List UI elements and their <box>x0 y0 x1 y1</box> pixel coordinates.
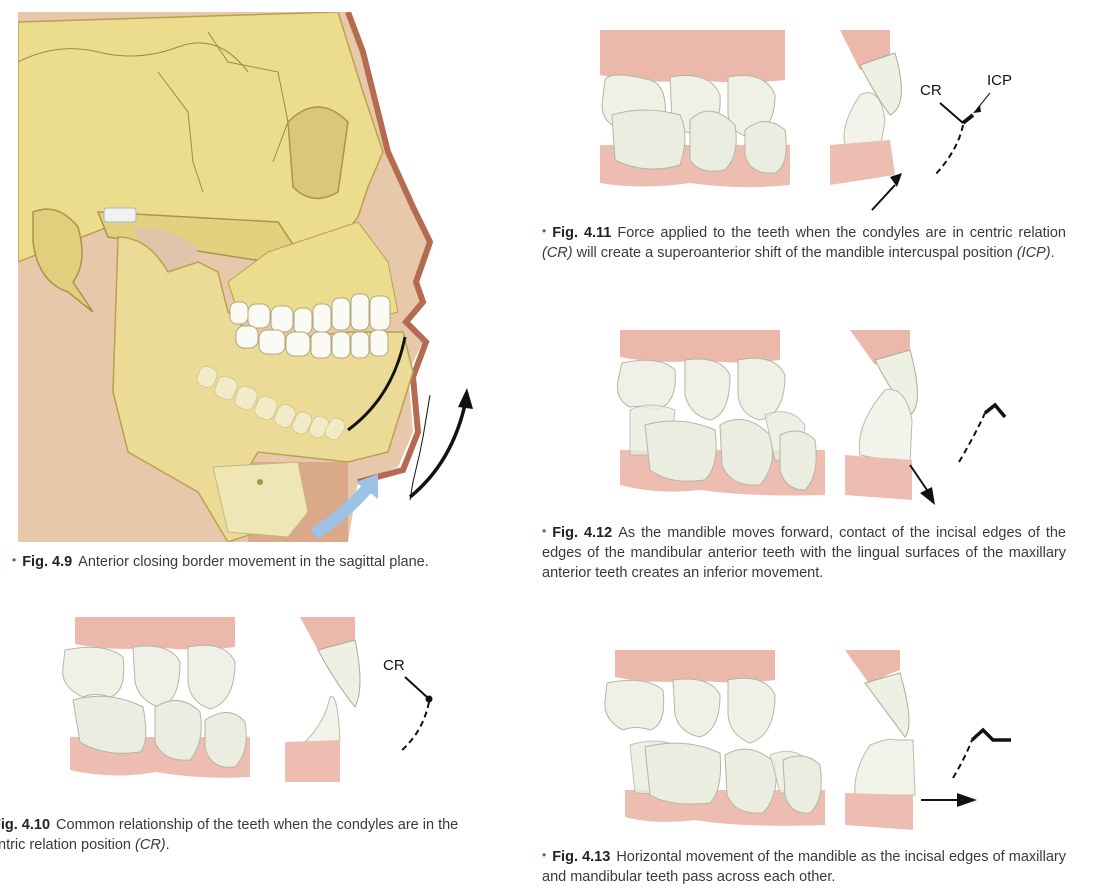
cr-label: CR <box>920 82 942 99</box>
figure-4-12-teeth-illustration <box>600 325 1020 510</box>
caption-text: Horizontal movement of the mandible as t… <box>542 849 1066 885</box>
caption-bullet: • <box>542 524 547 538</box>
icp-label: ICP <box>987 72 1012 89</box>
caption-text: As the mandible moves forward, contact o… <box>542 525 1066 581</box>
cr-label: CR <box>383 657 405 674</box>
figure-4-9-skull-illustration <box>18 12 518 542</box>
figure-4-13-movement-diagram <box>945 718 1020 783</box>
figure-4-12-movement-diagram <box>945 385 1015 470</box>
caption-text: . <box>1050 245 1055 261</box>
caption-text: Force applied to the teeth when the cond… <box>617 225 1066 241</box>
caption-abbrev-icp: (ICP) <box>1016 245 1051 261</box>
caption-abbrev-cr: (CR) <box>135 837 166 853</box>
caption-fig-4-10: Fig. 4.10 Common relationship of the teet… <box>0 815 532 855</box>
caption-line-1: Fig. 4.10 Common relationship of the teet… <box>0 815 532 835</box>
figure-label: Fig. 4.13 <box>552 849 611 865</box>
caption-bullet: • <box>12 553 17 567</box>
caption-line-2: ntric relation position (CR). <box>0 835 532 855</box>
caption-text: will create a superoanterior shift of th… <box>572 245 1017 261</box>
caption-text: . <box>165 837 170 853</box>
caption-text: Common relationship of the teeth when th… <box>56 817 459 833</box>
caption-abbrev-cr: (CR) <box>542 245 573 261</box>
figure-4-10-teeth-illustration: CR <box>55 612 455 792</box>
caption-text: Anterior closing border movement in the … <box>78 554 429 570</box>
figure-4-13-teeth-illustration <box>595 645 1015 835</box>
caption-bullet: • <box>542 848 547 862</box>
caption-fig-4-11: • Fig. 4.11 Force applied to the teeth whe… <box>542 223 1066 263</box>
caption-text: ntric relation position <box>0 837 136 853</box>
figure-label: Fig. 4.10 <box>0 817 51 833</box>
caption-fig-4-9: • Fig. 4.9 Anterior closing border movemen… <box>12 552 522 572</box>
figure-label: Fig. 4.11 <box>552 225 612 241</box>
caption-bullet: • <box>542 224 547 238</box>
figure-label: Fig. 4.12 <box>552 525 613 541</box>
figure-4-11-teeth-illustration: CR ICP <box>590 25 1040 215</box>
figure-label: Fig. 4.9 <box>22 554 73 570</box>
